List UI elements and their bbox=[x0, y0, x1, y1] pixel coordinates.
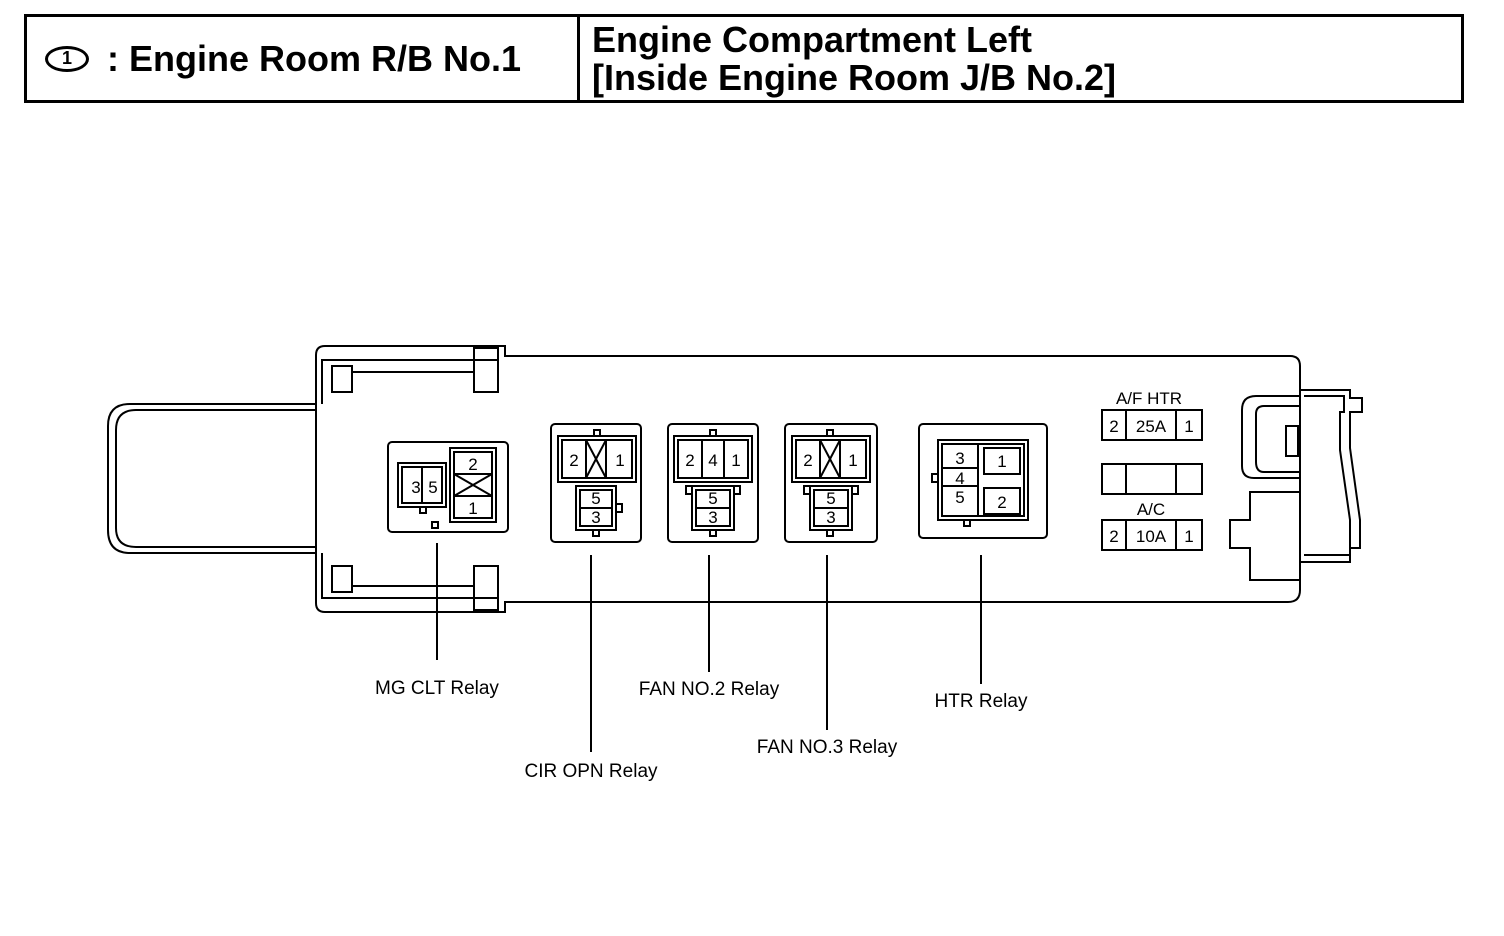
spare-fuse-slot bbox=[1101, 463, 1203, 495]
mg-clt-pin-2: 2 bbox=[468, 455, 477, 474]
af-htr-fuse bbox=[1101, 409, 1203, 441]
cir-opn-pin-5: 5 bbox=[591, 489, 600, 508]
header-right-cell: Engine Compartment Left [Inside Engine R… bbox=[580, 17, 1116, 100]
fan-no2-pin-4: 4 bbox=[708, 451, 717, 470]
cir-opn-relay bbox=[550, 423, 642, 543]
cir-opn-pin-1: 1 bbox=[615, 451, 624, 470]
location-line-1: Engine Compartment Left bbox=[592, 18, 1033, 60]
htr-pin-3: 3 bbox=[955, 449, 964, 468]
leader-lines bbox=[436, 543, 982, 752]
af-htr-pin-2: 2 bbox=[1109, 417, 1118, 436]
mg-clt-pin-1: 1 bbox=[468, 499, 477, 518]
header-box: 1 : Engine Room R/B No.1 Engine Compartm… bbox=[24, 14, 1464, 103]
af-htr-pin-1: 1 bbox=[1184, 417, 1193, 436]
htr-relay bbox=[918, 423, 1048, 539]
fan-no2-pin-1: 1 bbox=[731, 451, 740, 470]
cir-opn-pin-3: 3 bbox=[591, 508, 600, 527]
fan-no2-pin-2: 2 bbox=[685, 451, 694, 470]
htr-pin-2: 2 bbox=[997, 493, 1006, 512]
mg-clt-relay bbox=[387, 441, 509, 533]
ac-rating: 10A bbox=[1136, 527, 1167, 546]
fan-no2-pin-3: 3 bbox=[708, 508, 717, 527]
fan-no3-pin-1: 1 bbox=[848, 451, 857, 470]
fan-no2-relay-label: FAN NO.2 Relay bbox=[639, 679, 780, 700]
htr-pin-5: 5 bbox=[955, 488, 964, 507]
htr-relay-label: HTR Relay bbox=[935, 691, 1028, 712]
cir-opn-pin-2: 2 bbox=[569, 451, 578, 470]
ac-pin-1: 1 bbox=[1184, 527, 1193, 546]
fan-no2-relay bbox=[667, 423, 759, 543]
af-htr-rating: 25A bbox=[1136, 417, 1167, 436]
htr-pin-1: 1 bbox=[997, 452, 1006, 471]
ac-fuse bbox=[1101, 519, 1203, 551]
mg-clt-pin-3: 3 bbox=[411, 478, 420, 497]
fan-no2-pin-5: 5 bbox=[708, 489, 717, 508]
header-title: : Engine Room R/B No.1 bbox=[107, 37, 521, 79]
fan-no3-pin-2: 2 bbox=[803, 451, 812, 470]
location-line-2: [Inside Engine Room J/B No.2] bbox=[592, 56, 1117, 98]
mg-clt-relay-label: MG CLT Relay bbox=[375, 678, 499, 699]
fan-no3-pin-5: 5 bbox=[826, 489, 835, 508]
header-left-cell: 1 : Engine Room R/B No.1 bbox=[27, 17, 580, 100]
mg-clt-pin-5: 5 bbox=[428, 478, 437, 497]
fan-no3-relay-label: FAN NO.3 Relay bbox=[757, 737, 898, 758]
cir-opn-relay-label: CIR OPN Relay bbox=[524, 761, 658, 782]
ac-label: A/C bbox=[1137, 500, 1165, 519]
circled-number-badge: 1 bbox=[45, 45, 89, 72]
ac-pin-2: 2 bbox=[1109, 527, 1118, 546]
relay-block-housing bbox=[107, 345, 1363, 613]
fan-no3-pin-3: 3 bbox=[826, 508, 835, 527]
header-number: 1 bbox=[61, 48, 72, 68]
af-htr-label: A/F HTR bbox=[1116, 389, 1182, 408]
htr-pin-4: 4 bbox=[955, 469, 964, 488]
fan-no3-relay bbox=[784, 423, 878, 543]
